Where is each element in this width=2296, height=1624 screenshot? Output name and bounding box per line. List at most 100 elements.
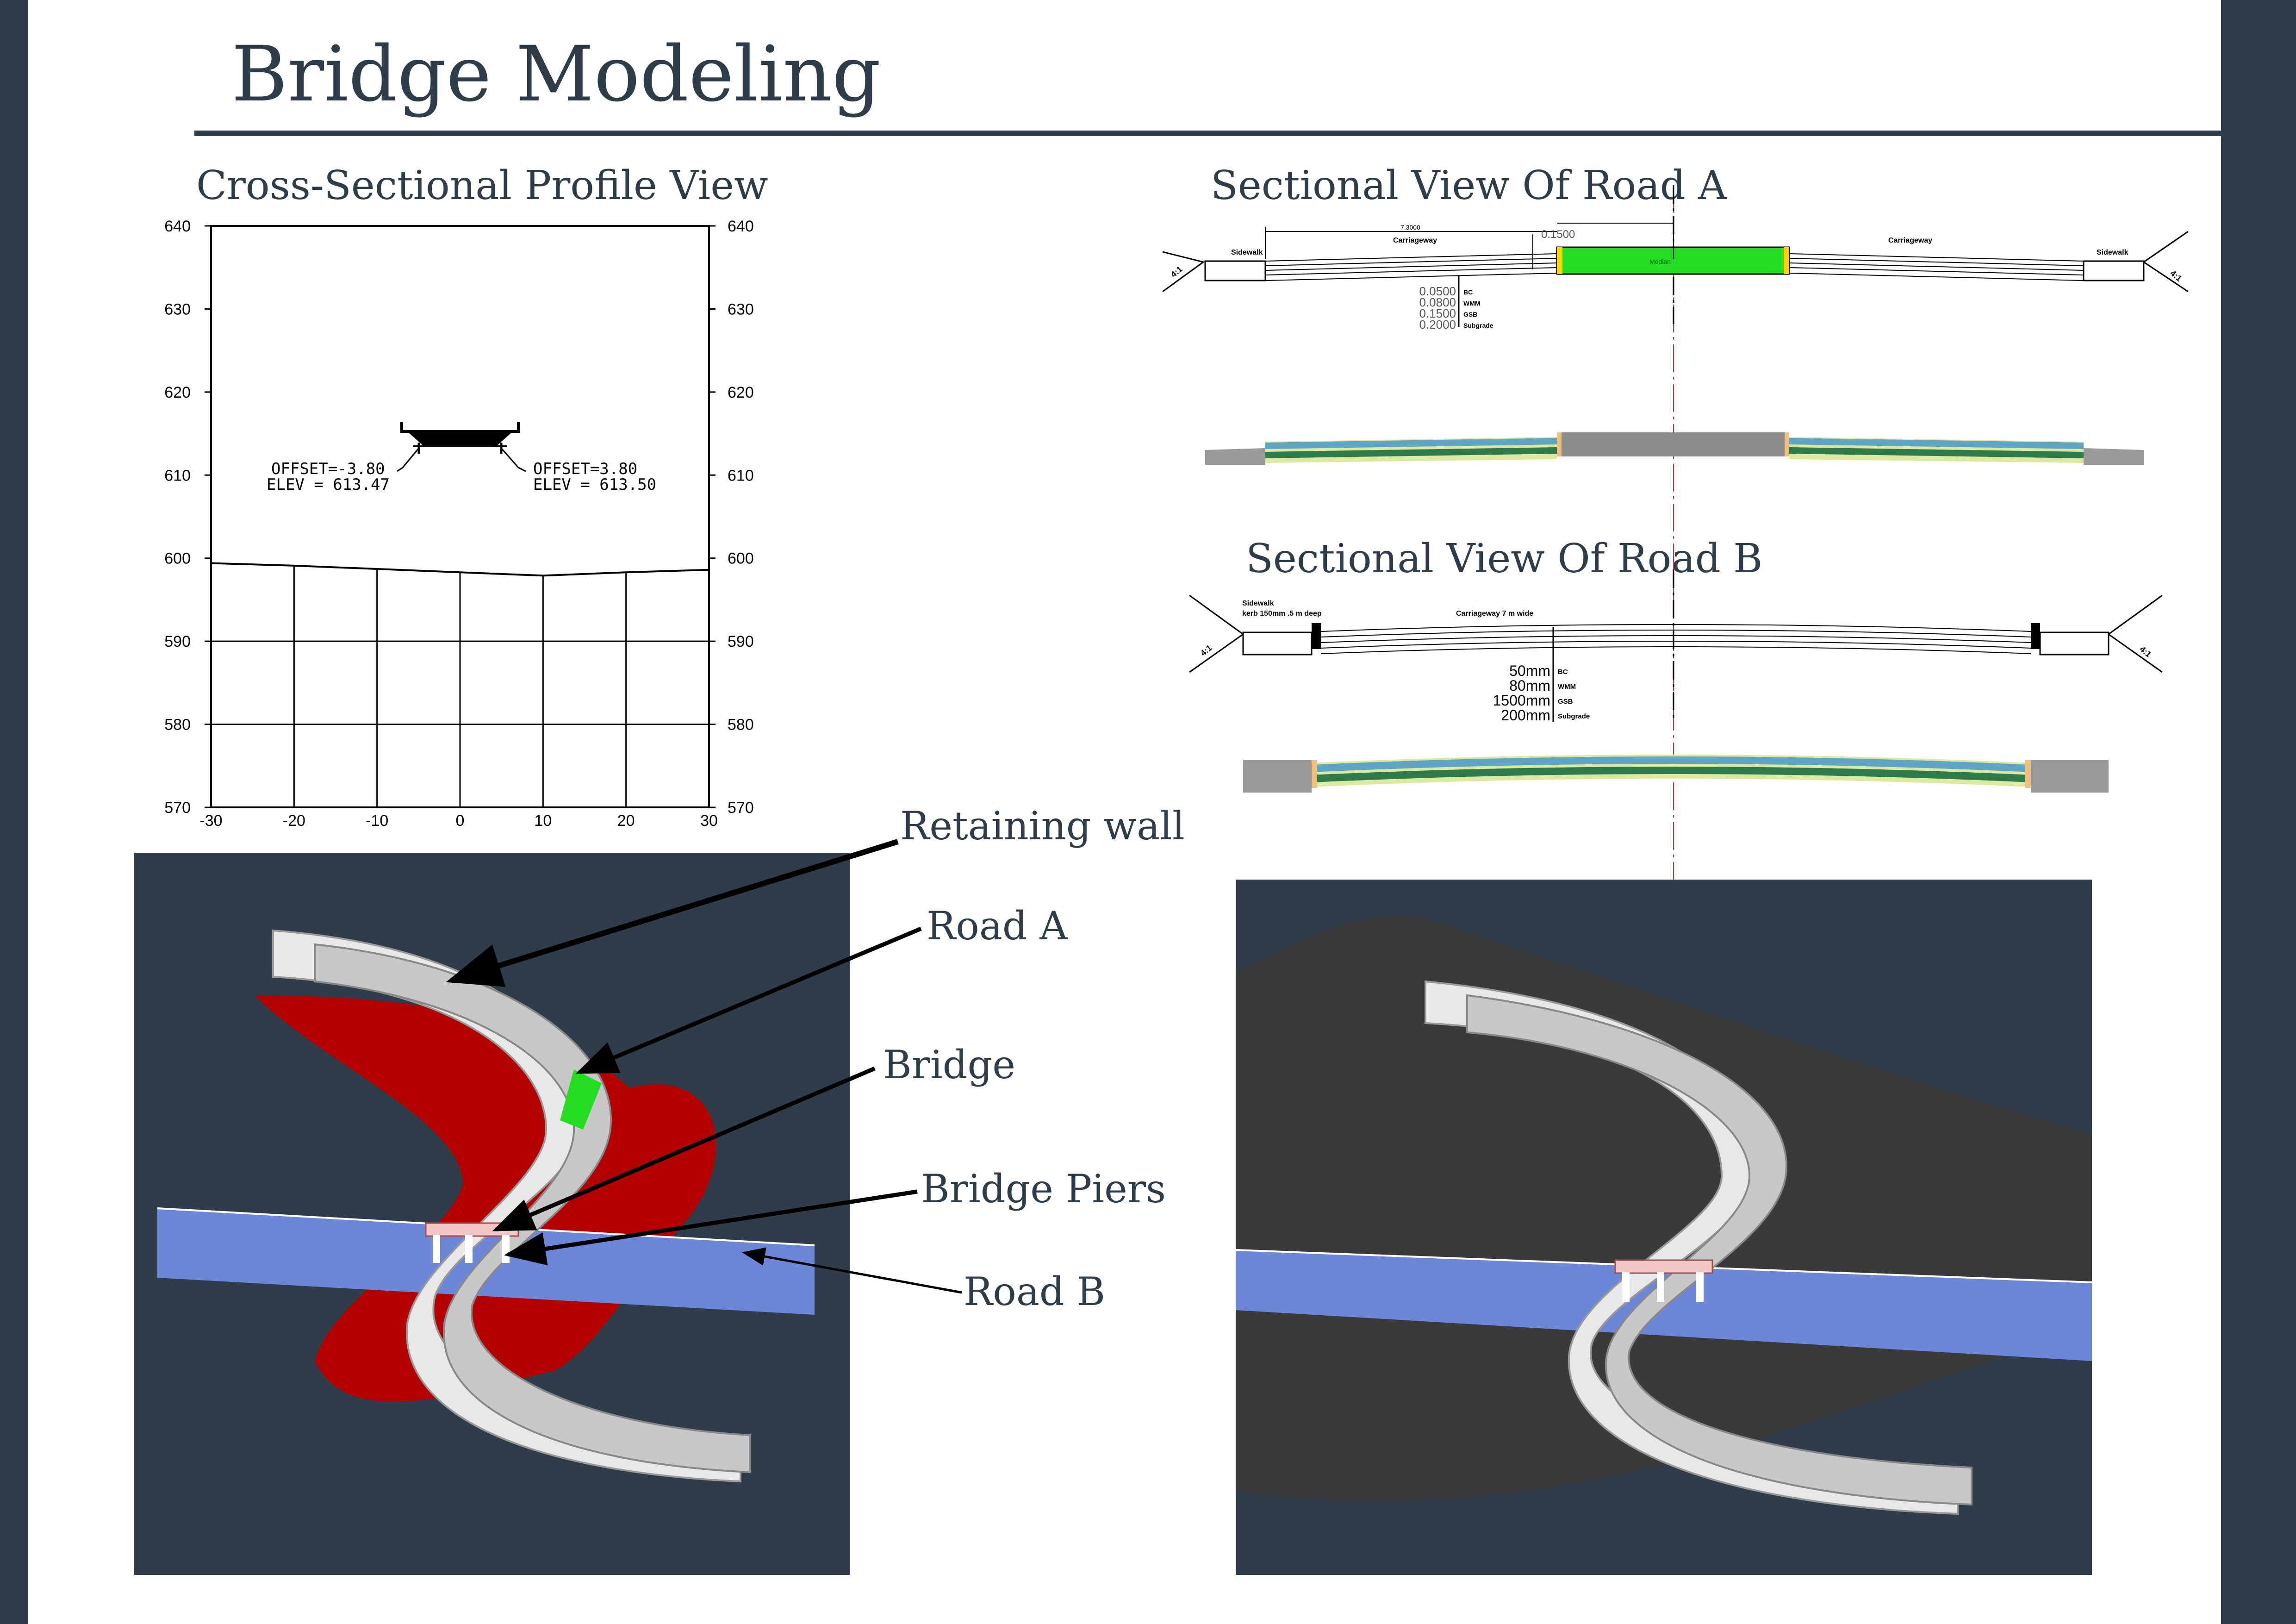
road-a-median-render xyxy=(560,1069,602,1130)
road-a-arrow xyxy=(575,926,922,1074)
road-b-arrow xyxy=(742,1247,962,1294)
road-b-right-kerb xyxy=(2031,623,2040,649)
profile-ytick-label-left: 640 xyxy=(164,218,191,235)
bridge-piers-arrow xyxy=(504,1189,918,1266)
bridge-pier-right xyxy=(1657,1272,1664,1302)
profile-ytick-label-left: 600 xyxy=(164,550,191,568)
left-elev-label: ELEV = 613.47 xyxy=(267,475,390,494)
profile-ytick-label-left: 620 xyxy=(164,384,191,401)
road-b-carriageway-layers xyxy=(1320,624,2031,654)
road-a-median-kerb-left xyxy=(1557,247,1562,274)
title-underline xyxy=(194,131,2221,136)
road-a-sidewalk-left-label: Sidewalk xyxy=(1231,249,1263,256)
profile-xtick-label: -20 xyxy=(283,812,305,830)
road-a-left-slope xyxy=(1162,251,1205,293)
road-a-section-title: Sectional View Of Road A xyxy=(1211,162,1727,209)
right-offset-leader xyxy=(500,448,526,472)
road-a-layer-thickness: 0.1500 xyxy=(1419,306,1456,320)
road-a-rendered-section xyxy=(1205,432,2144,465)
road-b-right-sidewalk xyxy=(2039,631,2109,656)
bridge-pier-right xyxy=(1622,1272,1630,1302)
profile-ytick-label-right: 620 xyxy=(728,384,754,401)
left-offset-leader xyxy=(397,448,420,472)
road-b-kerb-note: kerb 150mm .5 m deep xyxy=(1242,610,1322,618)
road-a-layer-code: BC xyxy=(1463,288,1473,296)
road-b-sidewalk-label: Sidewalk xyxy=(1242,600,1274,607)
left-border-band xyxy=(0,0,28,1624)
road-a-left-sidewalk xyxy=(1204,260,1266,281)
road-a-layer-code: GSB xyxy=(1463,311,1477,318)
profile-ytick-label-right: 570 xyxy=(728,799,754,817)
left-offset-label: OFFSET=-3.80 xyxy=(271,460,385,478)
road-b-layer-thickness: 50mm xyxy=(1509,662,1550,679)
profile-view-title: Cross-Sectional Profile View xyxy=(196,162,768,209)
bridge-pier-right xyxy=(1696,1272,1704,1302)
profile-ytick-label-left: 580 xyxy=(164,716,191,734)
bridge-pier xyxy=(465,1235,473,1263)
profile-ytick-label-left: 570 xyxy=(164,799,191,817)
road-a-median-label: Median xyxy=(1649,258,1671,265)
profile-ytick-label-left: 590 xyxy=(164,633,191,650)
terrain-surface xyxy=(1236,915,2092,1502)
road-a-layer-code: WMM xyxy=(1463,300,1481,307)
profile-xtick-label: 10 xyxy=(534,812,552,830)
road-a-median-kerb-right xyxy=(1784,247,1789,274)
road-b-layer-code: BC xyxy=(1558,668,1568,676)
profile-xtick-label: -30 xyxy=(199,812,222,830)
road-b-left-sidewalk xyxy=(1242,631,1313,656)
profile-ytick-label-left: 630 xyxy=(164,300,191,318)
profile-xtick-label: 30 xyxy=(700,812,718,830)
retaining-wall-arrow xyxy=(446,839,899,987)
profile-ytick-label-right: 580 xyxy=(728,716,754,734)
road-a-layer-code: Subgrade xyxy=(1463,322,1493,329)
right-offset-label: OFFSET=3.80 xyxy=(533,460,637,478)
callout-road-b: Road B xyxy=(964,1269,1106,1314)
road-a-sidewalk-right-label: Sidewalk xyxy=(2097,249,2128,256)
profile-ytick-label-right: 600 xyxy=(728,550,754,568)
callout-bridge: Bridge xyxy=(883,1042,1016,1087)
road-b-layer-thickness: 1500mm xyxy=(1493,692,1551,709)
callout-retaining-wall: Retaining wall xyxy=(900,803,1185,849)
right-elev-label: ELEV = 613.50 xyxy=(533,475,656,494)
page-title: Bridge Modeling xyxy=(231,30,881,119)
bridge-arrow xyxy=(492,1066,876,1232)
profile-ytick-label-right: 630 xyxy=(728,300,754,318)
road-a-carriageway-right-label: Carriageway xyxy=(1888,237,1932,244)
profile-grid xyxy=(211,565,709,807)
callout-road-a: Road A xyxy=(927,903,1068,949)
road-b-layer-code: WMM xyxy=(1558,683,1576,691)
road-a-layer-thickness: 0.2000 xyxy=(1419,318,1456,331)
profile-ytick-label-right: 590 xyxy=(728,633,754,650)
road-b-carriageway-label: Carriageway 7 m wide xyxy=(1456,610,1533,618)
road-a-right-carriageway-right xyxy=(1466,994,1972,1506)
road-a-carriageway-left-label: Carriageway xyxy=(1393,237,1437,244)
bridge-pier xyxy=(433,1235,440,1263)
road-b-layer-thickness: 200mm xyxy=(1501,707,1550,724)
ground-profile-line xyxy=(211,562,709,577)
profile-xtick-label: 20 xyxy=(617,812,635,830)
road-b-layer-thickness: 80mm xyxy=(1509,677,1550,694)
callout-bridge-piers: Bridge Piers xyxy=(921,1166,1166,1212)
profile-ground-line xyxy=(211,562,709,577)
profile-ytick-label-left: 610 xyxy=(164,467,191,484)
bridge-deck-symbol xyxy=(400,422,520,454)
road-b-layer-code: Subgrade xyxy=(1558,712,1590,720)
right-border-band xyxy=(2221,0,2296,1624)
road-b-layer-list: 50mm BC 80mm WMM 1500mm GSB 200mm Subgrade xyxy=(1493,662,1590,724)
road-b-layer-code: GSB xyxy=(1558,698,1573,706)
road-b-left-kerb xyxy=(1312,623,1321,649)
road-b-section-title: Sectional View Of Road B xyxy=(1246,536,1763,582)
road-a-height-value: 0.1500 xyxy=(1541,228,1575,241)
road-a-width-value: 7.3000 xyxy=(1400,224,1420,231)
profile-xtick-label: 0 xyxy=(456,812,465,830)
road-a-layer-thickness: 0.0800 xyxy=(1419,295,1456,309)
profile-xtick-label: -10 xyxy=(366,812,388,830)
profile-ytick-label-right: 640 xyxy=(728,218,754,235)
